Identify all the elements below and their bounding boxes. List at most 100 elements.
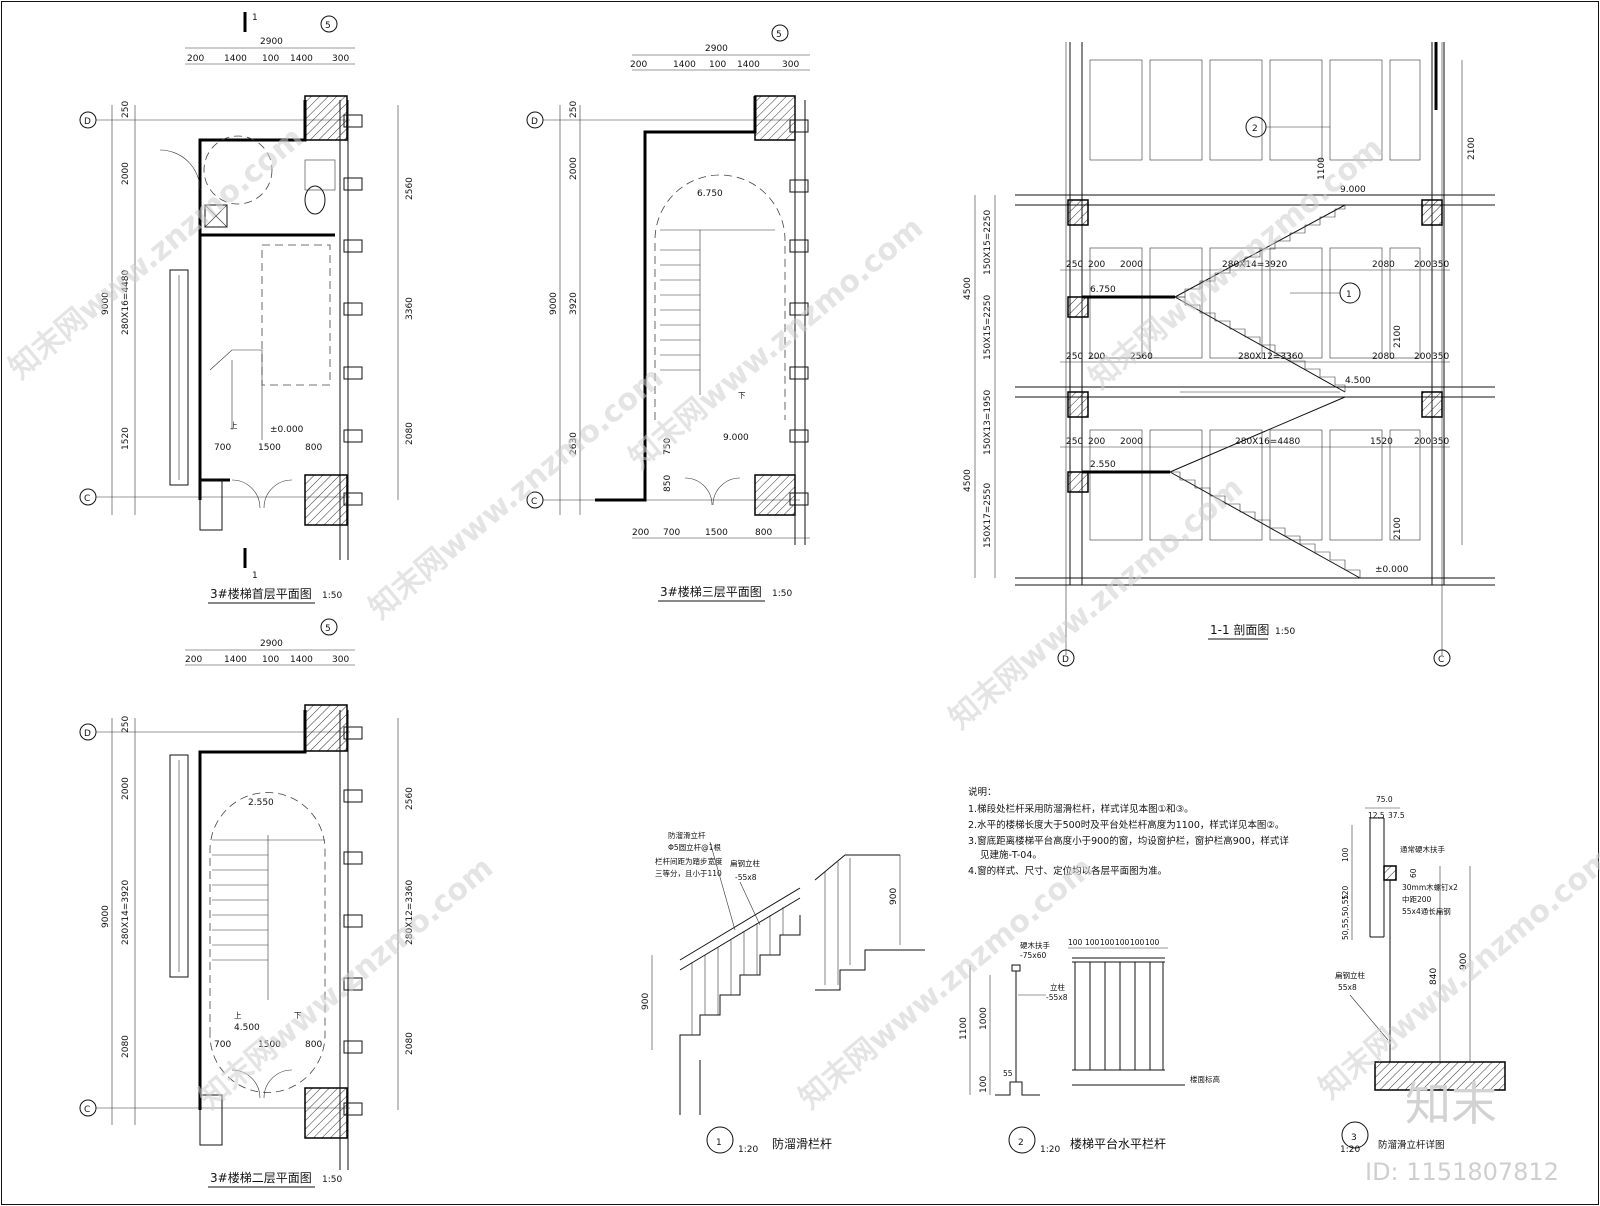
level-9000-b: 9.000 xyxy=(723,433,749,443)
title-plan-third: 3#楼梯三层平面图 xyxy=(660,584,762,599)
stair-outline-dashed-c xyxy=(209,792,326,1093)
detail2-label-e: 楼面标高 xyxy=(1190,1074,1220,1084)
flight-3-steps xyxy=(1175,205,1346,298)
detail2-sp-2: 100 xyxy=(1085,938,1100,947)
detail1-label-c: 栏杆间距为踏步宽度 xyxy=(655,856,723,866)
detail3-label-d: 55x4通长扁钢 xyxy=(1402,906,1451,916)
detail2-label-c: 立柱 xyxy=(1050,982,1066,992)
dim-1400-b1: 1400 xyxy=(673,60,696,70)
section-cut-label-top: 1 xyxy=(252,13,258,23)
dim-stair-s4: 150X17=2550 xyxy=(983,482,993,548)
notes-heading: 说明： xyxy=(968,786,997,798)
dim-door-1500-b: 1500 xyxy=(705,528,728,538)
sec-d200-3: 200 xyxy=(1088,437,1105,447)
detail3-bubble-label: 3 xyxy=(1351,1133,1357,1143)
flight-1b xyxy=(1169,396,1346,473)
dim-2560: 2560 xyxy=(405,177,415,200)
flight-2-steps xyxy=(1175,296,1346,392)
turning-circle xyxy=(203,135,273,205)
dim-door-700-b: 700 xyxy=(663,528,680,538)
sec-d2080-1: 2080 xyxy=(1372,260,1395,270)
detail3-title: 防溜滑立杆详图 xyxy=(1378,1139,1445,1151)
detail3-dim-12: 12.5 xyxy=(1368,811,1385,820)
door-swing-toilet xyxy=(159,149,201,191)
note-1: 1.梯段处栏杆采用防溜滑栏杆，样式详见本图①和③。 xyxy=(968,803,1194,815)
dim-850-b: 850 xyxy=(663,475,673,492)
detail3-dim-120: 120 xyxy=(1341,885,1350,900)
axis-label-d-section: D xyxy=(1062,655,1069,665)
axis-label-d-c: D xyxy=(84,729,91,739)
dim-3360: 3360 xyxy=(405,297,415,320)
column-small xyxy=(199,479,223,531)
dim-200-b-bottom: 200 xyxy=(632,528,649,538)
detail2-sp-3: 100 xyxy=(1100,938,1115,947)
detail3-label-e: 扁钢立柱 xyxy=(1335,970,1365,980)
note-3b: 见建施-T-04。 xyxy=(980,849,1042,861)
note-4: 4.窗的样式、尺寸、定位均以各层平面图为准。 xyxy=(968,865,1167,877)
dim-1400a: 1400 xyxy=(224,54,247,64)
level-ground: ±0.000 xyxy=(270,425,304,435)
detail3-label-b: 30mm木螺钉x2 xyxy=(1402,882,1458,892)
dim-1400b: 1400 xyxy=(290,54,313,64)
door-leaf-b-left xyxy=(684,477,713,506)
detail1-label-b: Φ5圆立杆@1根 xyxy=(668,842,721,852)
label-up: 上 xyxy=(230,421,238,430)
door-leaf-left xyxy=(231,479,261,509)
dim-2000: 2000 xyxy=(121,162,131,185)
label-down-c: 下 xyxy=(294,1011,302,1020)
dim-2080: 2080 xyxy=(405,422,415,445)
sec-d2000-1: 2000 xyxy=(1120,260,1143,270)
dim-4500-b: 4500 xyxy=(963,469,973,492)
dim-750-b: 750 xyxy=(663,438,673,455)
sec-run-1: 280X14=3920 xyxy=(1222,260,1288,270)
dim-2080-c-r: 2080 xyxy=(405,1032,415,1055)
sec-d200-1: 200 xyxy=(1088,260,1105,270)
dim-9000: 9000 xyxy=(101,292,111,315)
detail2-dim-100: 100 xyxy=(979,1076,989,1093)
detail2-sp-1: 100 xyxy=(1068,938,1083,947)
sec-d200-3r: 200 xyxy=(1414,437,1431,447)
notes-block: 说明： 1.梯段处栏杆采用防溜滑栏杆，样式详见本图①和③。 2.水平的楼梯长度大… xyxy=(968,786,1289,877)
detail3-dim-55: 50,55,50,55 xyxy=(1341,894,1350,940)
detail1-label-e: 扁钢立柱 xyxy=(730,858,760,868)
column-bottom xyxy=(304,474,348,526)
detail1-balusters-b xyxy=(824,858,851,985)
stair-treads-b xyxy=(660,229,775,395)
column-top xyxy=(304,95,348,141)
level-6750-section: 6.750 xyxy=(1090,285,1116,295)
detail3-floor xyxy=(1374,1061,1506,1091)
detail-marker-1-label: 1 xyxy=(1346,290,1352,300)
detail2-title: 楼梯平台水平栏杆 xyxy=(1070,1136,1166,1151)
detail2-dim-1000: 1000 xyxy=(979,1007,989,1030)
dim-1400-b2: 1400 xyxy=(737,60,760,70)
dim-1400-c1: 1400 xyxy=(224,655,247,665)
sec-d2080-2: 2080 xyxy=(1372,352,1395,362)
railing-left xyxy=(169,269,189,486)
sec-d200-2: 200 xyxy=(1088,352,1105,362)
detail1-bubble-label: 1 xyxy=(716,1138,722,1148)
section-windows xyxy=(1089,59,1421,541)
dim-door-800-b: 800 xyxy=(755,528,772,538)
axis-bubble-5-c xyxy=(320,618,338,636)
axis-label-c-section: C xyxy=(1438,655,1444,665)
axis-label-c-c: C xyxy=(84,1105,90,1115)
scale-plan-ground: 1:50 xyxy=(322,591,342,601)
axis-bubble-5 xyxy=(320,15,338,33)
dim-door-1500: 1500 xyxy=(258,443,281,453)
detail1-steps xyxy=(679,915,801,1060)
stair-treads-c xyxy=(212,835,325,1000)
axis-label-c-b: C xyxy=(531,497,537,507)
dim-1400-c2: 1400 xyxy=(290,655,313,665)
detail1-label-a: 防溜滑立杆 xyxy=(668,830,706,840)
dim-2080-c: 2080 xyxy=(121,1035,131,1058)
section-1-1: D C xyxy=(963,42,1495,667)
detail3-label-a: 通常硬木扶手 xyxy=(1400,844,1445,854)
detail1-balusters xyxy=(691,907,784,1035)
dim-2630-b: 2630 xyxy=(569,432,579,455)
watermark-1: 知末网www.znzmo.com xyxy=(3,120,310,386)
detail-marker-2-label: 2 xyxy=(1252,124,1258,134)
dim-run-ground: 280X16=4480 xyxy=(121,269,131,335)
sec-d250-2: 250 xyxy=(1066,352,1083,362)
detail2-sp-5: 100 xyxy=(1130,938,1145,947)
plan-ground-floor: 1 1 5 2900 200 1400 100 1400 300 D C 900… xyxy=(79,12,415,604)
